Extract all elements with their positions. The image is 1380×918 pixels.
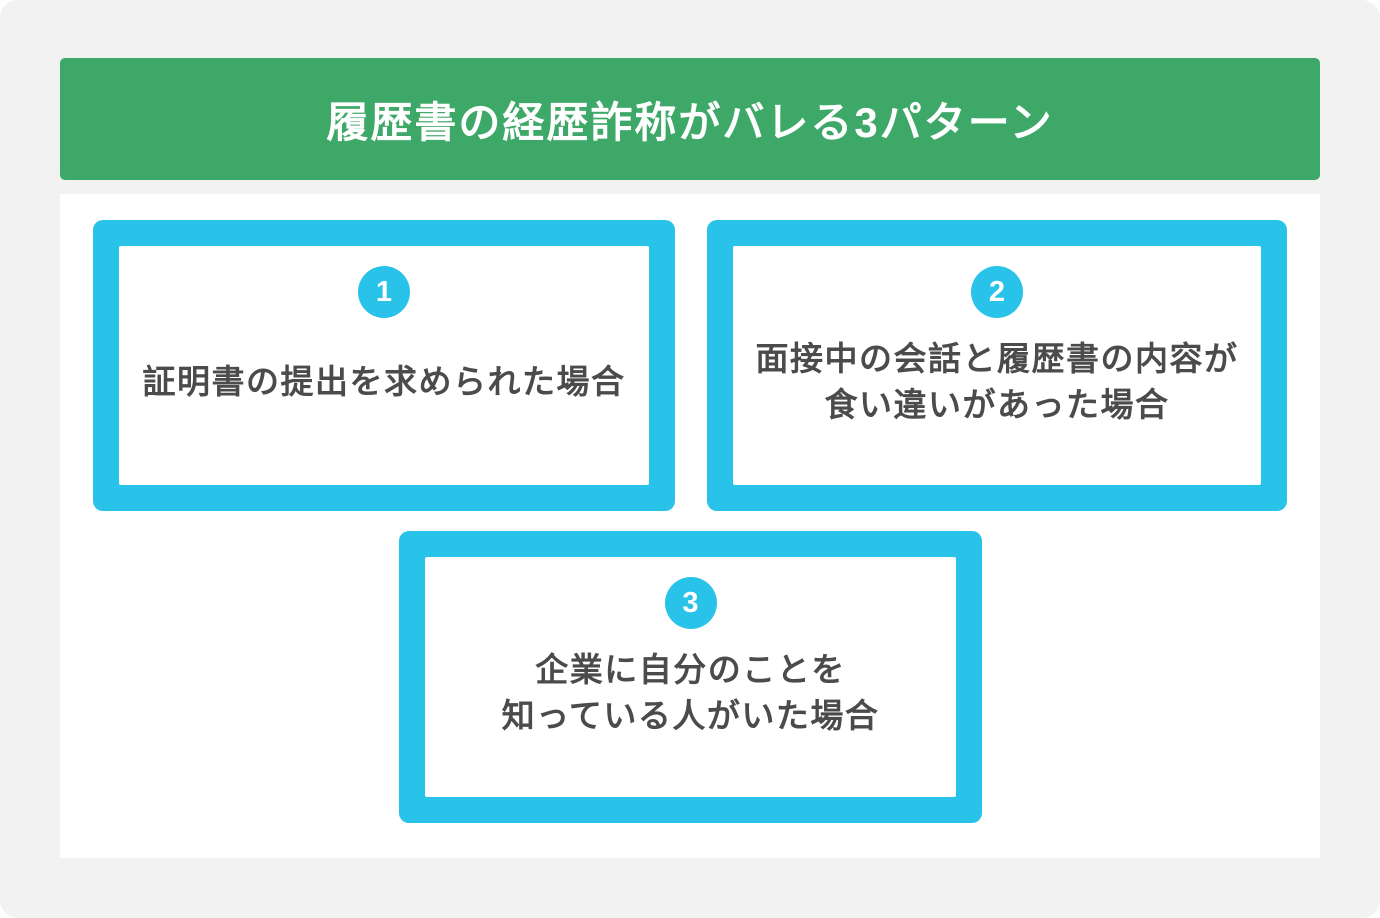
content-panel: 1 証明書の提出を求められた場合 2 面接中の会話と履歴書の内容が 食い違いがあ… (60, 194, 1320, 858)
card-text-line: 知っている人がいた場合 (501, 697, 880, 734)
number-badge-2: 2 (971, 266, 1023, 318)
number-badge-3: 3 (664, 577, 717, 629)
pattern-card-3-inner: 3 企業に自分のことを 知っている人がいた場合 (425, 557, 956, 797)
card-text-line: 食い違いがあった場合 (824, 385, 1170, 423)
header-banner: 履歴書の経歴詐称がバレる3パターン (60, 58, 1320, 180)
card-text-line: 企業に自分のことを (535, 651, 846, 688)
pattern-card-2-inner: 2 面接中の会話と履歴書の内容が 食い違いがあった場合 (733, 246, 1261, 485)
pattern-card-1-inner: 1 証明書の提出を求められた場合 (119, 246, 649, 485)
pattern-card-2: 2 面接中の会話と履歴書の内容が 食い違いがあった場合 (707, 220, 1287, 511)
card-text-line: 面接中の会話と履歴書の内容が (755, 339, 1239, 377)
page-title: 履歴書の経歴詐称がバレる3パターン (326, 98, 1054, 146)
pattern-card-1-text: 証明書の提出を求められた場合 (143, 318, 626, 485)
number-badge-1: 1 (358, 266, 410, 318)
pattern-card-3-text: 企業に自分のことを 知っている人がいた場合 (502, 629, 880, 797)
pattern-card-3: 3 企業に自分のことを 知っている人がいた場合 (399, 531, 982, 823)
pattern-card-2-text: 面接中の会話と履歴書の内容が 食い違いがあった場合 (756, 318, 1239, 485)
pattern-card-1: 1 証明書の提出を求められた場合 (93, 220, 675, 511)
card-text-line: 証明書の提出を求められた場合 (142, 362, 626, 400)
